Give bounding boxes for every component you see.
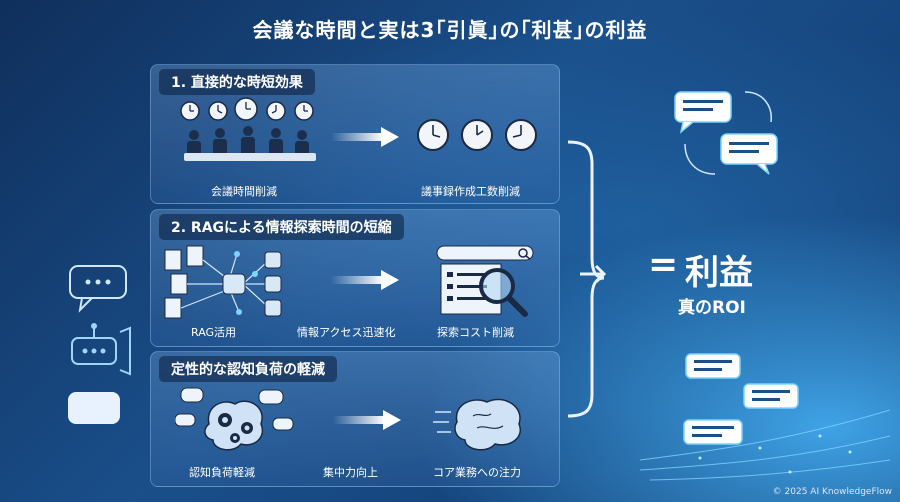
bracket-connector: [567, 140, 605, 418]
search-window-illustration: [436, 245, 534, 317]
rag-network-illustration: [164, 245, 282, 319]
brain-icon: [454, 398, 522, 451]
panel-rag-search: 2. RAGによる情報探索時間の短縮 RAG活用 情報アクセス迅速化: [150, 209, 560, 347]
chat-bot-illustration: [68, 265, 131, 424]
speech-bubble-icon: [743, 383, 799, 409]
document-icon: [164, 245, 204, 319]
result-roi: 真のROI: [678, 298, 746, 318]
chat-cycle-illustration: [674, 91, 778, 175]
search-icon: [518, 248, 531, 260]
page-title: 会議な時間と実は3｢引眞｣の｢利甚｣の利益: [252, 18, 648, 42]
caption-minutes-effort: 議事録作成工数削減: [421, 185, 520, 198]
meeting-illustration: [180, 97, 316, 161]
speech-bubble-icon: [685, 353, 741, 379]
caption-meeting-time: 会議時間削減: [211, 185, 277, 198]
caption-info-access: 情報アクセス迅速化: [297, 326, 396, 339]
caption-core-business: コア業務への注力: [433, 466, 521, 479]
speech-bubble-icon: [69, 265, 127, 313]
speech-bubble-icon: [720, 133, 778, 175]
meeting-table: [184, 153, 316, 161]
panel-title: 定性的な認知負荷の軽減: [159, 356, 337, 382]
arrow-right-icon: [580, 264, 606, 284]
brain-icon: [204, 400, 264, 451]
arrow-right-icon: [331, 270, 399, 290]
speech-bubble-icon: [674, 91, 732, 134]
panel-title: 2. RAGによる情報探索時間の短縮: [159, 214, 404, 240]
person-icon: [68, 392, 120, 424]
equals-symbol: =: [648, 244, 679, 285]
brain-gears-illustration: [175, 387, 294, 451]
arrow-right-icon: [333, 410, 401, 430]
robot-chat-icon: [71, 323, 131, 376]
arrow-right-icon: [331, 127, 399, 147]
speech-bubble-icon: [683, 419, 743, 445]
search-bar: [436, 245, 534, 261]
clocks-illustration: [417, 119, 537, 151]
panel-time-saving: 1. 直接的な時短効果 会議時間削減: [150, 64, 560, 204]
thought-bubble-icon: [175, 387, 294, 431]
result-profit: 利益: [685, 253, 753, 293]
magnifier-icon: [479, 268, 528, 317]
caption-search-cost: 探索コスト削減: [437, 326, 514, 339]
caption-rag: RAG活用: [191, 326, 237, 339]
chat-flow-illustration: [640, 353, 890, 481]
caption-focus: 集中力向上: [323, 466, 378, 479]
caption-cognitive-load: 認知負荷軽減: [189, 466, 255, 479]
panel-title: 1. 直接的な時短効果: [159, 69, 315, 95]
panel-cognitive-load: 定性的な認知負荷の軽減 認知負荷軽減 集中力向上 コア業務への注力: [150, 351, 560, 487]
database-icon: [222, 251, 282, 317]
brain-focus-illustration: [433, 398, 522, 451]
copyright-footer: © 2025 AI KnowledgeFlow: [772, 487, 892, 497]
